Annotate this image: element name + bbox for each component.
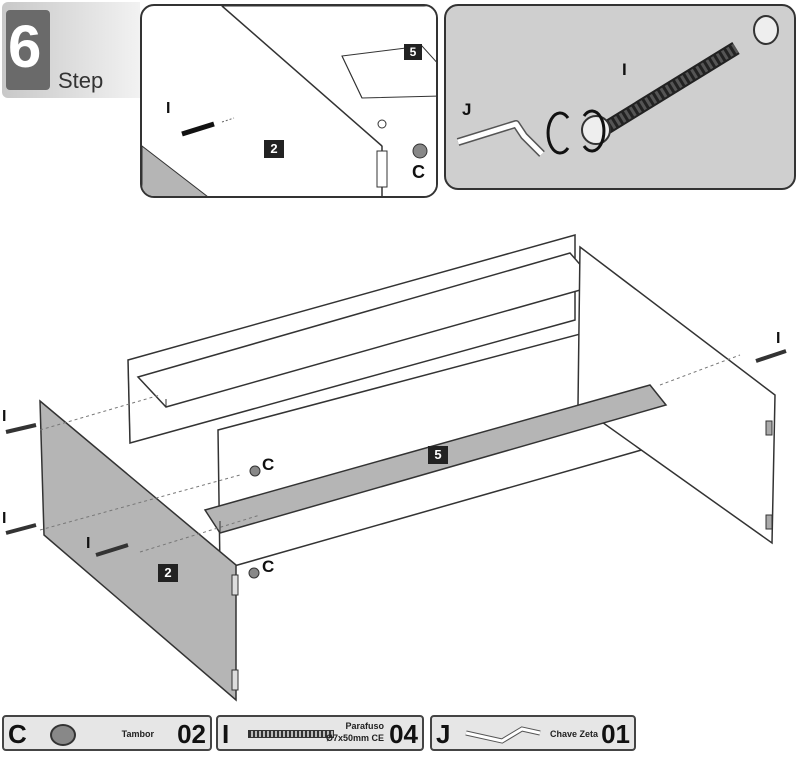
step-badge: 6 Step xyxy=(2,2,140,98)
callout-part-2: 2 xyxy=(158,564,178,582)
step-label: Step xyxy=(58,68,104,93)
legend-letter: I xyxy=(222,719,230,749)
detail-tool-drawing xyxy=(456,15,779,157)
callout-part-5-detail: 5 xyxy=(404,44,422,60)
legend-qty: 01 xyxy=(601,719,630,749)
legend-qty: 04 xyxy=(389,719,418,749)
legend-item-cam: C Tambor 02 xyxy=(2,715,212,751)
detail-panel-tool: J I xyxy=(444,4,796,190)
callout-screw-i-left-lower: I xyxy=(2,510,7,527)
step-number-box xyxy=(6,10,50,90)
right-side-panel xyxy=(577,245,776,545)
callout-cam-c-upper: C xyxy=(262,455,275,474)
allen-key-icon xyxy=(465,726,541,744)
cam-lock-icon xyxy=(50,724,76,746)
legend-qty: 02 xyxy=(177,719,206,749)
detail-panel-assembly: I 2 5 C xyxy=(140,4,438,198)
callout-part-5: 5 xyxy=(428,446,448,464)
callout-screw-i-left-upper: I xyxy=(2,408,7,425)
callout-screw-i-tool: I xyxy=(622,60,627,79)
detail-assembly-drawing xyxy=(142,6,436,196)
callout-screw-i-detail: I xyxy=(166,100,171,117)
callout-screw-i-right: I xyxy=(776,330,781,347)
callout-screw-i-front: I xyxy=(86,535,91,552)
legend-item-key: J Chave Zeta 01 xyxy=(430,715,636,751)
legend-name: Chave Zeta xyxy=(549,729,598,739)
main-assembly-drawing xyxy=(5,234,787,702)
legend-letter: J xyxy=(436,719,451,749)
legend-name: Tambor xyxy=(121,729,154,739)
callout-cam-c-lower: C xyxy=(262,557,275,576)
callout-part-2-detail: 2 xyxy=(264,140,284,158)
legend-letter: C xyxy=(8,719,27,749)
side-panel-part-2 xyxy=(39,399,237,702)
callout-key-j-detail: J xyxy=(462,100,472,119)
legend-name: Parafuso xyxy=(345,721,384,731)
callout-cam-c-detail: C xyxy=(412,162,425,182)
step-number: 6 xyxy=(8,13,42,80)
screw-icon xyxy=(248,730,334,738)
legend-item-screw: I Parafuso Ø7x50mm CE 04 xyxy=(216,715,424,751)
legend-name-line2: Ø7x50mm CE xyxy=(325,733,384,743)
